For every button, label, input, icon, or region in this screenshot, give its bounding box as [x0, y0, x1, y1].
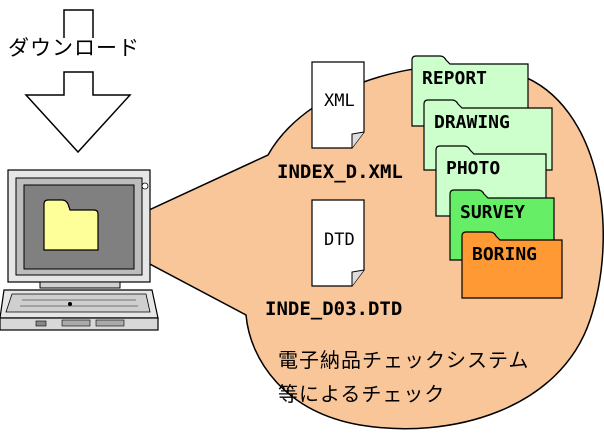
document-icon: [311, 61, 365, 149]
folder-icon: BORING: [461, 231, 563, 299]
folder-label: BORING: [472, 244, 537, 265]
folder-label: REPORT: [422, 68, 487, 89]
document-filename-dtd: INDE_D03.DTD: [265, 298, 403, 320]
folder-label: PHOTO: [446, 158, 500, 179]
document-tag-xml: XML: [324, 91, 355, 111]
folder-label: SURVEY: [460, 202, 525, 223]
document-filename-xml: INDEX_D.XML: [277, 161, 403, 183]
laptop-folder-icon: [43, 199, 99, 251]
document-tag-dtd: DTD: [324, 230, 355, 250]
folder-label: DRAWING: [434, 112, 510, 133]
laptop-icon: [0, 169, 159, 331]
caption-line-2: 等によるチェック: [278, 382, 446, 406]
download-arrow-icon: [24, 9, 132, 154]
folder-stack: REPORT DRAWING PHOTO SURVEY BORING: [411, 55, 563, 299]
caption-line-1: 電子納品チェックシステム: [278, 348, 530, 372]
document-icon: [311, 199, 365, 287]
download-label: ダウンロード: [8, 36, 140, 60]
